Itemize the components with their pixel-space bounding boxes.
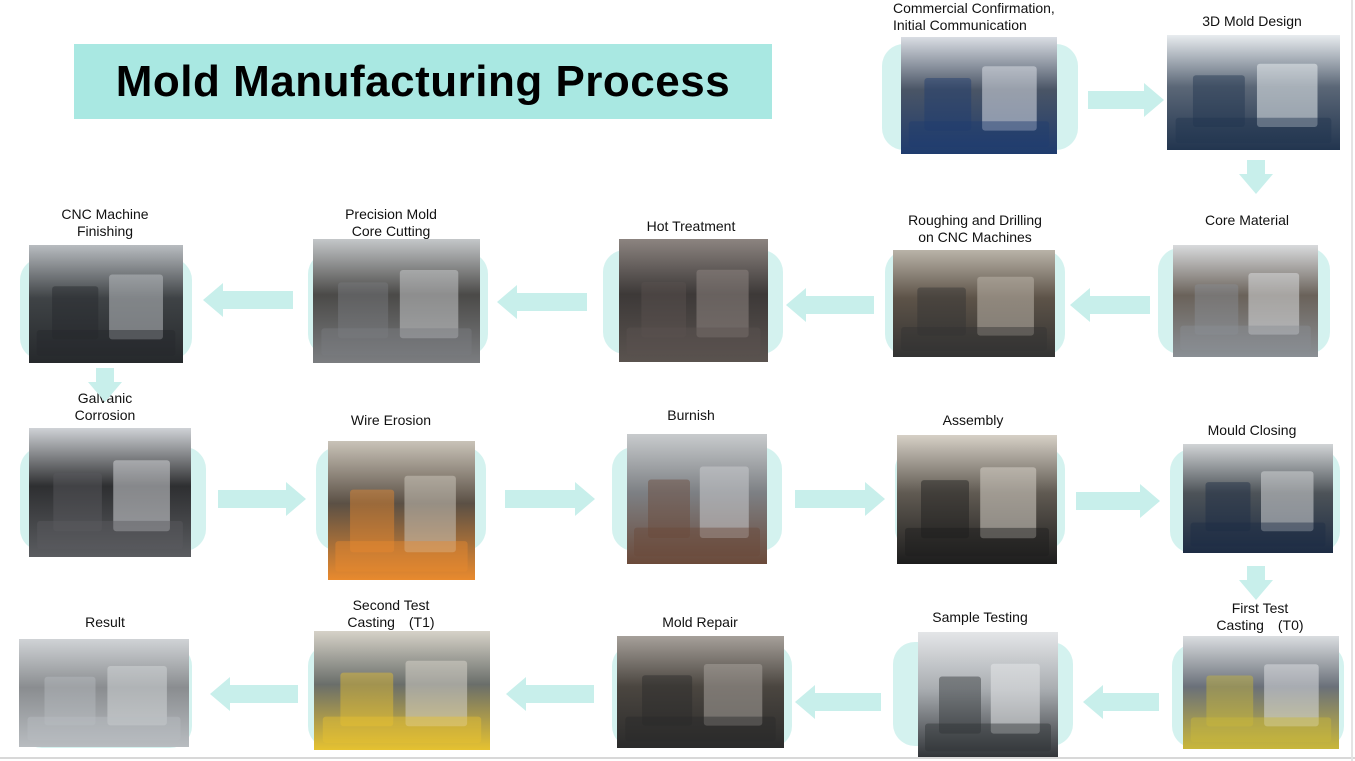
flow-arrow-down	[88, 368, 122, 402]
step-label-line: Second Test	[352, 597, 430, 613]
step-photo	[1173, 245, 1318, 357]
step-label-line: Burnish	[667, 407, 715, 423]
flow-arrow-right	[505, 482, 595, 516]
step-label: Result	[15, 614, 195, 631]
flow-arrow-right	[795, 482, 885, 516]
flow-arrow-down	[1239, 160, 1273, 194]
step-label-line: Corrosion	[74, 407, 136, 423]
step-label: Mold Repair	[610, 614, 790, 631]
step-label-line: Roughing and Drilling	[908, 212, 1042, 228]
step-photo	[897, 435, 1057, 564]
divider	[1351, 0, 1353, 761]
step-photo	[29, 428, 191, 557]
step-label-line: on CNC Machines	[918, 229, 1032, 245]
step-label: Burnish	[601, 407, 781, 424]
step-label-line: Wire Erosion	[350, 412, 432, 428]
title-banner: Mold Manufacturing Process	[74, 44, 772, 119]
step-label-line: 3D Mold Design	[1202, 13, 1302, 29]
flow-arrow-left	[203, 283, 293, 317]
flow-arrow-left	[1083, 685, 1159, 719]
step-label-line: Hot Treatment	[646, 218, 736, 234]
step-photo	[617, 636, 784, 748]
step-label-line: Casting (T0)	[1216, 617, 1304, 633]
step-photo	[314, 631, 490, 750]
step-photo	[19, 639, 189, 747]
step-photo	[313, 239, 480, 363]
flow-arrow-left	[1070, 288, 1150, 322]
flow-arrow-left	[497, 285, 587, 319]
step-label-line: Core Cutting	[351, 223, 431, 239]
step-photo	[918, 632, 1058, 759]
divider	[0, 757, 1355, 759]
flow-arrow-left	[210, 677, 298, 711]
flow-arrow-right	[1088, 83, 1164, 117]
step-label-line: First Test	[1231, 600, 1289, 616]
step-label-line: Initial Communication	[893, 17, 1027, 33]
step-label: Commercial Confirmation,Initial Communic…	[893, 0, 1055, 34]
step-label-line: Commercial Confirmation,	[893, 0, 1055, 16]
flow-arrow-left	[786, 288, 874, 322]
step-label: Sample Testing	[890, 609, 1070, 626]
step-label-line: Mould Closing	[1207, 422, 1297, 438]
flow-arrow-right	[218, 482, 306, 516]
step-label: Assembly	[883, 412, 1063, 429]
step-label-line: Assembly	[942, 412, 1004, 428]
step-label: Core Material	[1157, 212, 1337, 229]
step-photo	[901, 37, 1057, 154]
step-photo	[328, 441, 475, 580]
step-label: Mould Closing	[1162, 422, 1342, 439]
step-photo	[1183, 636, 1339, 749]
step-photo	[627, 434, 767, 564]
step-photo	[1183, 444, 1333, 553]
step-photo	[893, 250, 1055, 357]
step-label-line: Core Material	[1204, 212, 1290, 228]
step-photo	[1167, 35, 1340, 150]
step-label-line: Finishing	[76, 223, 134, 239]
flow-arrow-right	[1076, 484, 1160, 518]
step-photo	[619, 239, 768, 362]
step-label-line: CNC Machine	[61, 206, 149, 222]
step-label-line: Casting (T1)	[347, 614, 435, 630]
step-label: 3D Mold Design	[1162, 13, 1342, 30]
step-label-line: Sample Testing	[932, 609, 1028, 625]
step-label-line: Precision Mold	[345, 206, 437, 222]
step-photo	[29, 245, 183, 363]
page-title: Mold Manufacturing Process	[115, 56, 731, 106]
step-label: Hot Treatment	[601, 218, 781, 235]
step-label-line: Mold Repair	[662, 614, 738, 630]
flow-arrow-down	[1239, 566, 1273, 600]
step-label-line: Result	[85, 614, 125, 630]
step-label: Wire Erosion	[301, 412, 481, 429]
flow-arrow-left	[506, 677, 594, 711]
flow-arrow-left	[795, 685, 881, 719]
